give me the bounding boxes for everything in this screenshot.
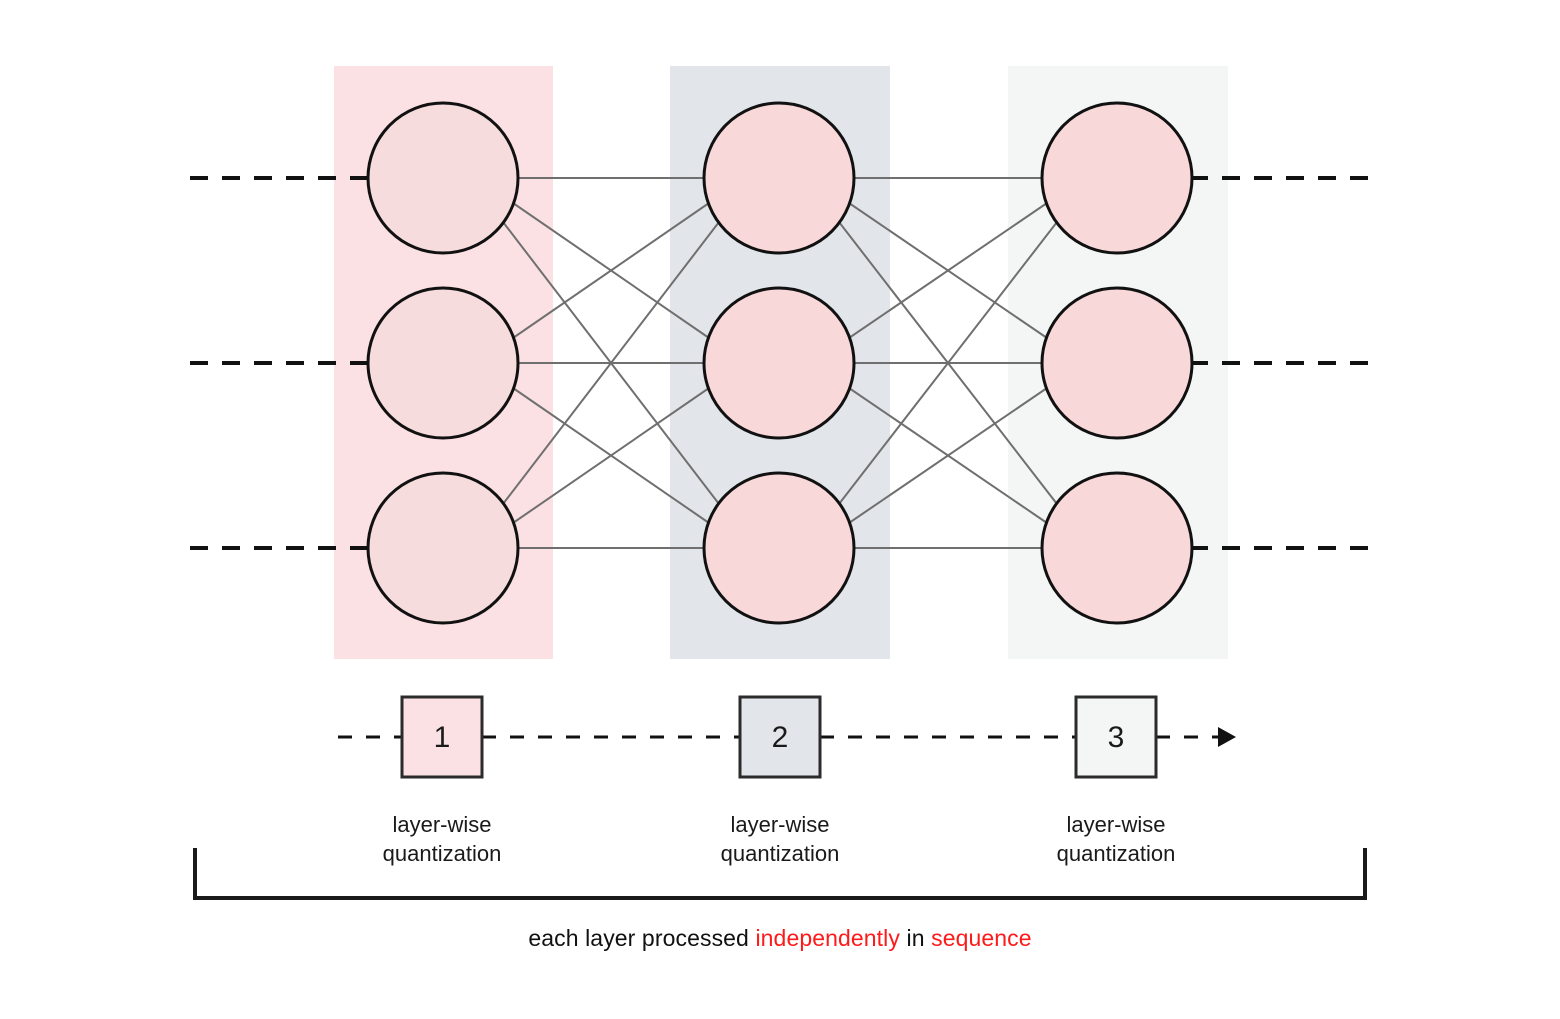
timeline-track: [338, 727, 1236, 747]
edge-l2n3-l3n2: [848, 387, 1048, 524]
step-label-1-line2: quantization: [383, 841, 502, 866]
edge-l1n2-l2n1: [512, 202, 710, 339]
step-label-3-line1: layer-wise: [1066, 812, 1165, 837]
edges-layer2-to-layer3: [838, 177, 1058, 549]
step-box-1[interactable]: [400, 695, 484, 779]
node-l1n3[interactable]: [366, 471, 520, 625]
timeline-arrow-head: [1218, 727, 1236, 747]
node-l2n2[interactable]: [702, 286, 856, 440]
step-label-2-line1: layer-wise: [730, 812, 829, 837]
layer-3-nodes: [1040, 101, 1194, 625]
edges-layer1-to-layer2: [502, 177, 720, 549]
step-label-1-line1: layer-wise: [392, 812, 491, 837]
step-box-3-number: 3: [1108, 721, 1125, 754]
node-l3n1[interactable]: [1040, 101, 1194, 255]
node-l1n2[interactable]: [366, 286, 520, 440]
node-l3n3[interactable]: [1040, 471, 1194, 625]
step-box-3[interactable]: [1074, 695, 1158, 779]
summary-caption: each layer processed independently in se…: [0, 925, 1560, 952]
step-box-group-3[interactable]: 3 layer-wise quantization: [1057, 695, 1176, 866]
edge-l1n3-l2n1: [502, 221, 720, 505]
node-l3n2[interactable]: [1040, 286, 1194, 440]
caption-lead-text: each layer processed: [528, 925, 756, 951]
node-l2n3[interactable]: [702, 471, 856, 625]
edge-l2n2-l3n1: [848, 202, 1048, 339]
layer-1-nodes: [366, 101, 520, 625]
step-box-2[interactable]: [738, 695, 822, 779]
step-box-2-number: 2: [772, 721, 789, 754]
caption-highlight-independently: independently: [755, 925, 900, 951]
edge-l2n3-l3n1: [838, 221, 1058, 505]
step-box-1-number: 1: [434, 721, 451, 754]
summary-bracket: [193, 848, 1367, 900]
step-box-group-2[interactable]: 2 layer-wise quantization: [721, 695, 840, 866]
step-box-group-1[interactable]: 1 layer-wise quantization: [383, 695, 502, 866]
caption-mid-text: in: [900, 925, 932, 951]
caption-highlight-sequence: sequence: [931, 925, 1032, 951]
layer-2-nodes: [702, 101, 856, 625]
node-l1n1[interactable]: [366, 101, 520, 255]
step-label-2-line2: quantization: [721, 841, 840, 866]
step-label-3-line2: quantization: [1057, 841, 1176, 866]
edge-l1n3-l2n2: [512, 387, 710, 524]
node-l2n1[interactable]: [702, 101, 856, 255]
